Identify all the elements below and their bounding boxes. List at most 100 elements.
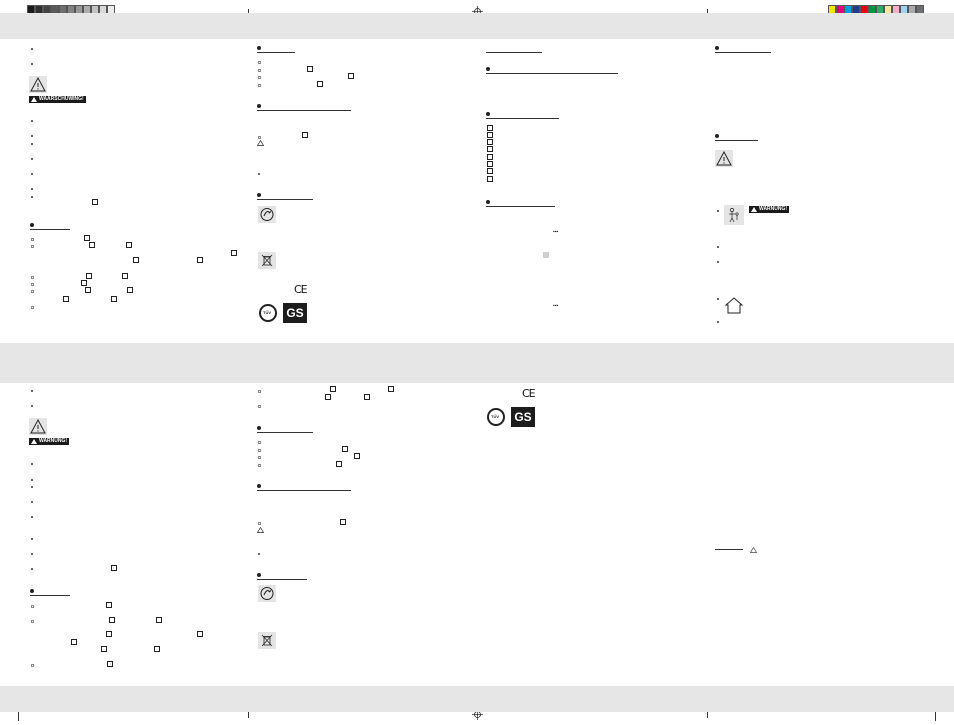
figure-reference-box (122, 273, 128, 279)
list-bullet (31, 120, 33, 122)
top-margin-band (0, 13, 954, 39)
list-bullet (31, 516, 33, 518)
list-hollow-bullet (258, 390, 261, 393)
list-hollow-bullet (258, 456, 261, 459)
section-heading (486, 66, 618, 74)
figure-reference-box (71, 639, 77, 645)
figure-reference-box (81, 280, 87, 286)
warning-icon-frame (715, 150, 733, 167)
crop-mark (248, 9, 249, 16)
figure-reference-box (133, 257, 139, 263)
list-bullet (31, 173, 33, 175)
figure-reference-box (127, 287, 133, 293)
parts-list-number-box (487, 125, 493, 131)
figure-reference-box (111, 296, 117, 302)
parts-list-number-box (487, 154, 493, 160)
section-heading (715, 45, 771, 53)
parts-list-number-box (487, 176, 493, 182)
list-hollow-bullet (31, 306, 34, 309)
figure-reference-box (106, 602, 112, 608)
list-hollow-bullet (31, 245, 34, 248)
warning-triangle-icon (716, 150, 732, 166)
list-bullet (258, 173, 260, 175)
figure-reference-box (197, 257, 203, 263)
child-safety-icon-frame (724, 205, 744, 225)
figure-reference-box (348, 73, 354, 79)
warning-triangle-icon (30, 418, 46, 434)
warning-label-german: WARNUNG! (29, 438, 70, 445)
list-bullet (31, 486, 33, 488)
figure-reference-box (302, 132, 308, 138)
ce-mark: CE (294, 283, 308, 296)
recycling-icon-frame (258, 585, 276, 602)
list-bullet (31, 538, 33, 540)
warning-label-dutch: WAARSCHUWING! (29, 96, 86, 103)
list-bullet (31, 553, 33, 555)
list-bullet (31, 158, 33, 160)
figure-reference-box (63, 296, 69, 302)
list-bullet (31, 479, 33, 481)
crop-mark (18, 711, 19, 721)
small-symbol: ▪▪▪ (553, 303, 559, 309)
list-bullet (258, 553, 260, 555)
parts-list-number-box (487, 139, 493, 145)
warning-icon-frame (29, 76, 47, 93)
list-hollow-bullet (31, 238, 34, 241)
list-bullet (31, 501, 33, 503)
figure-reference-box (354, 453, 360, 459)
crop-mark (935, 711, 936, 721)
small-warning-icon (257, 140, 264, 146)
list-hollow-bullet (258, 84, 261, 87)
figure-reference-box (342, 446, 348, 452)
figure-reference-box (111, 565, 117, 571)
list-bullet (31, 405, 33, 407)
crossed-bin-icon (261, 634, 273, 647)
indoor-use-house-icon (724, 297, 744, 314)
figure-reference-box (126, 242, 132, 248)
figure-reference-box (231, 250, 237, 256)
figure-reference-box (197, 631, 203, 637)
list-bullet (717, 321, 719, 323)
warning-triangle-icon (30, 76, 46, 92)
figure-reference-box (106, 631, 112, 637)
parts-list-number-box (487, 168, 493, 174)
figure-reference-box (92, 199, 98, 205)
figure-reference-box (89, 242, 95, 248)
section-heading (257, 425, 313, 433)
small-warning-icon (257, 527, 264, 533)
figure-reference-box (325, 394, 331, 400)
waste-bin-icon-frame (258, 632, 276, 649)
ce-mark: CE (522, 387, 536, 400)
figure-reference-box (330, 386, 336, 392)
figure-reference-box (86, 273, 92, 279)
recycling-icon (260, 587, 274, 600)
list-bullet (31, 390, 33, 392)
section-heading (486, 199, 555, 207)
crossed-bin-icon (261, 254, 273, 267)
figure-reference-box (388, 386, 394, 392)
figure-reference-box (84, 235, 90, 241)
figure-reference-box (336, 461, 342, 467)
list-hollow-bullet (258, 61, 261, 64)
list-hollow-bullet (31, 283, 34, 286)
parts-list-number-box (487, 146, 493, 152)
list-hollow-bullet (31, 290, 34, 293)
figure-reference-box (101, 646, 107, 652)
list-bullet (717, 261, 719, 263)
small-symbol: ▪▪▪ (553, 229, 559, 235)
tuv-mark: TÜV (259, 304, 277, 322)
small-symbol-frame (543, 252, 549, 258)
figure-reference-box (154, 646, 160, 652)
crop-mark (248, 711, 249, 718)
tuv-mark: TÜV (487, 408, 505, 426)
list-hollow-bullet (258, 441, 261, 444)
warning-label-german: WARNUNG! (749, 206, 790, 213)
middle-fold-band (0, 343, 954, 383)
list-hollow-bullet (31, 620, 34, 623)
crop-mark (707, 9, 708, 16)
list-bullet (717, 298, 719, 300)
figure-reference-box (156, 617, 162, 623)
section-heading (30, 222, 70, 230)
gs-mark: GS (283, 303, 307, 323)
children-warning-icon (729, 208, 739, 223)
